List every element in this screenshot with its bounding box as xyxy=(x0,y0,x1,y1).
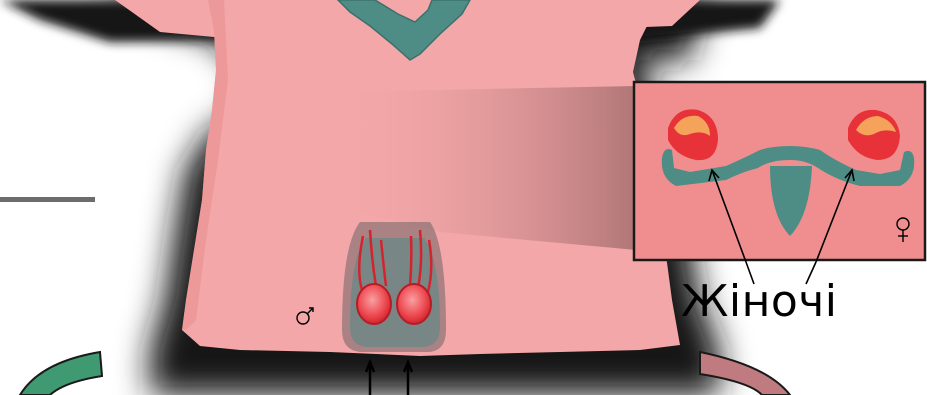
female-caption: Жіночі xyxy=(681,276,838,327)
female-inset xyxy=(634,82,925,284)
divider-line xyxy=(0,197,95,202)
green-arc xyxy=(20,352,102,395)
